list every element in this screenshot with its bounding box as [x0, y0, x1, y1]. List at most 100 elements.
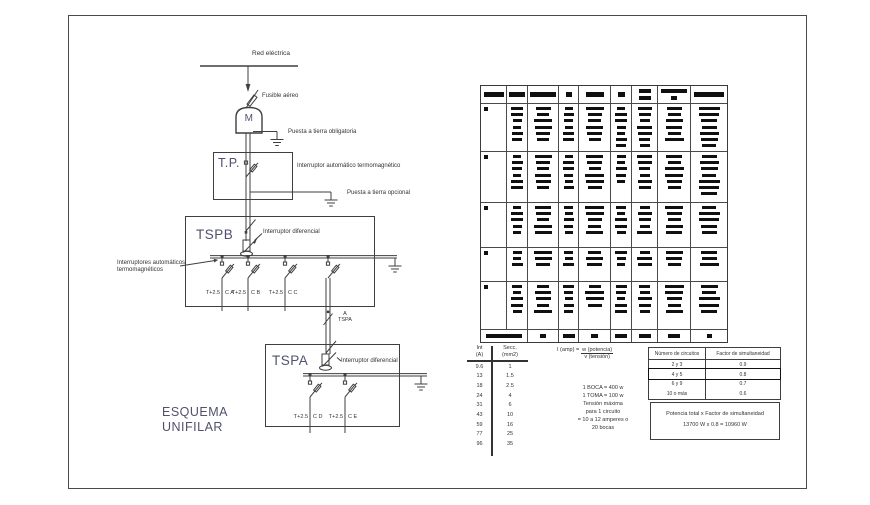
ampacity-current: 13	[476, 373, 483, 380]
legend-cell	[631, 282, 657, 329]
footer-bar	[668, 334, 680, 338]
legend-cell	[558, 282, 578, 329]
cell-bar	[666, 257, 682, 261]
cell-bar	[637, 161, 652, 165]
cell-bar	[615, 309, 627, 313]
circuit-d-right: C D	[313, 414, 323, 420]
header-bar	[671, 95, 677, 101]
cell-bar	[534, 309, 552, 313]
legend-cell	[527, 152, 558, 202]
cell-bar	[535, 206, 551, 209]
legend-cell	[610, 104, 631, 151]
cell-bar	[513, 206, 521, 209]
legend-cell	[657, 282, 690, 329]
cell-bar	[484, 251, 488, 255]
cell-bar	[588, 167, 601, 171]
legend-cell	[527, 203, 558, 247]
factor-circuits: 4 y 5	[649, 369, 706, 380]
cell-bar	[700, 285, 718, 288]
cell-bar	[511, 131, 523, 135]
ampacity-section: 4	[508, 392, 512, 399]
legend-cell	[610, 248, 631, 281]
legend-cell	[506, 282, 527, 329]
cell-bar	[616, 257, 626, 261]
cell-bar	[639, 285, 650, 288]
circuit-e-left: T+2.5	[328, 414, 343, 420]
cell-bar	[513, 230, 521, 234]
cell-bar	[616, 206, 626, 209]
legend-row	[481, 281, 727, 329]
cell-bar	[564, 291, 573, 295]
cell-bar	[484, 285, 488, 289]
legend-footer-cell	[578, 330, 610, 342]
feeder-pair	[245, 133, 251, 241]
legend-cell	[558, 104, 578, 151]
cell-bar	[512, 167, 522, 171]
cell-bar	[617, 131, 625, 135]
cell-bar	[637, 107, 652, 110]
cell-bar	[667, 161, 681, 165]
cell-bar	[698, 179, 720, 183]
legend-cell	[631, 104, 657, 151]
cell-bar	[667, 263, 681, 267]
cell-bar	[616, 125, 626, 129]
legend-cell	[690, 282, 727, 329]
factor-value: 0.9	[739, 361, 747, 368]
cell-bar	[666, 212, 682, 216]
ampacity-current: 24	[476, 392, 483, 399]
cell-bar	[585, 179, 604, 183]
cell-bar	[563, 185, 574, 189]
legend-cell	[506, 248, 527, 281]
cell-bar	[484, 107, 488, 111]
cell-bar	[617, 212, 625, 216]
cell-bar	[638, 113, 651, 117]
drawing-title: ESQUEMA UNIFILAR	[162, 405, 229, 434]
legend-footer-cell	[481, 330, 527, 342]
tspa-label: TSPA	[272, 353, 309, 368]
ampacity-col2-header: Secc.	[503, 345, 517, 351]
factor-value: 0.8	[739, 371, 747, 378]
circuit-b-right: C B	[251, 290, 261, 296]
note-line: Tensión máxima	[583, 400, 623, 407]
cell-bar	[564, 155, 573, 158]
legend-footer-cell	[690, 330, 727, 342]
ampacity-section: 35	[506, 441, 514, 448]
cell-bar	[563, 137, 574, 141]
drawing-frame	[68, 15, 807, 489]
cell-bar	[666, 125, 682, 129]
cell-bar	[564, 309, 573, 313]
factor-table: Número de circuitos Factor de simultanei…	[648, 347, 781, 400]
ampacity-header: Int (A) Secc. (mm2)	[467, 345, 528, 359]
cell-bar	[667, 113, 681, 117]
interruptores-tm-label: Interruptores automáticos termomagnético…	[117, 260, 186, 273]
footer-bar	[591, 334, 598, 338]
cell-bar	[586, 125, 603, 129]
ampacity-section: 25	[506, 431, 514, 438]
factor-circuits: 6 y 9	[649, 379, 706, 390]
cell-bar	[617, 161, 625, 165]
cell-bar	[585, 107, 604, 110]
cell-bar	[698, 107, 720, 110]
cell-bar	[587, 263, 602, 267]
tierra-opcional-label: Puesta a tierra opcional	[347, 190, 411, 196]
cell-bar	[616, 291, 626, 295]
cell-bar	[537, 303, 549, 307]
cell-bar	[617, 297, 625, 301]
cell-bar	[511, 161, 523, 165]
legend-row	[481, 247, 727, 281]
cell-bar	[638, 218, 651, 222]
cell-bar	[512, 285, 522, 288]
cell-bar	[513, 257, 521, 261]
legend-cell	[578, 104, 610, 151]
cell-bar	[664, 167, 684, 171]
cell-bar	[512, 309, 522, 313]
optional-ground	[250, 191, 338, 207]
cell-bar	[564, 224, 573, 228]
cell-bar	[698, 297, 720, 301]
cell-bar	[563, 161, 574, 165]
cell-bar	[701, 309, 717, 313]
cell-bar	[564, 173, 573, 177]
cell-bar	[512, 119, 522, 123]
